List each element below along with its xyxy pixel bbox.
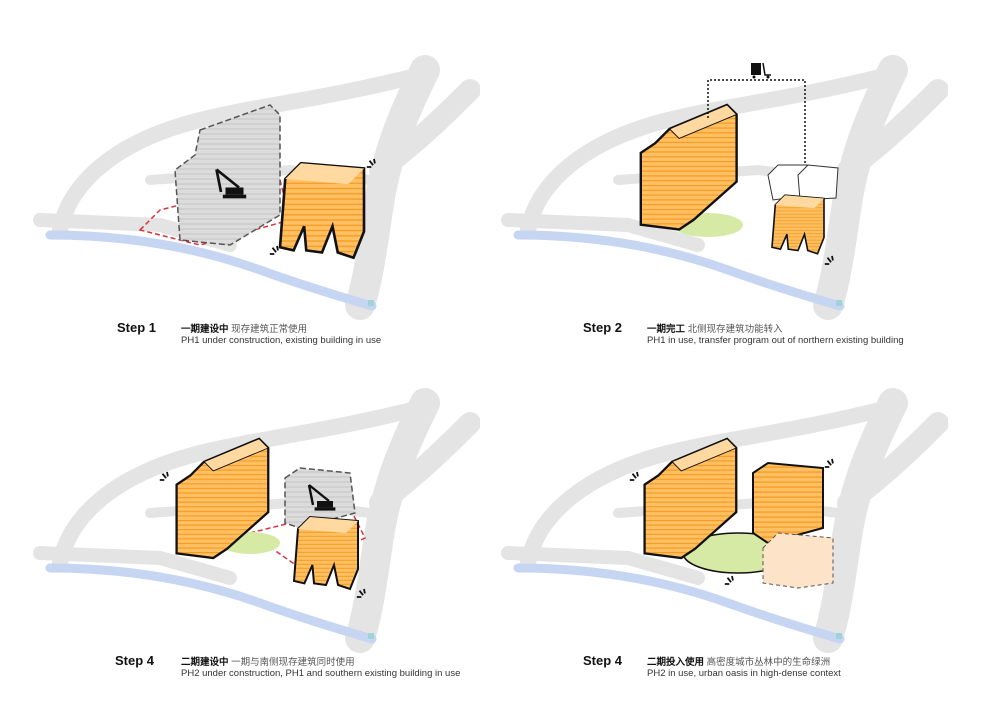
vacated-building [797,164,839,201]
caption-zh: 二期投入使用 高密度城市丛林中的生命绿洲 [647,654,830,668]
caption-en: PH1 in use, transfer program out of nort… [647,335,904,346]
caption-title: 二期投入使用 [647,657,705,668]
step2-diagram [468,30,948,330]
burst-icon [823,458,834,468]
caption-zh: 一期建设中 现存建筑正常使用 [181,321,307,335]
caption-zh: 二期建设中 一期与南侧现存建筑同时使用 [181,654,355,668]
caption-zh: 一期完工 北侧现存建筑功能转入 [647,321,783,335]
step-label: Step 1 [117,320,157,335]
construction-building [174,104,281,246]
construction-building [284,467,356,529]
step1-diagram [0,30,480,330]
cart-icon [751,62,771,79]
caption-title: 二期建设中 [181,657,229,668]
existing-building [278,161,366,260]
transfer-arrow [707,79,806,165]
southern-existing-building [770,194,826,255]
caption-title: 一期建设中 [181,324,229,335]
caption-en: PH1 under construction, existing buildin… [181,335,382,346]
caption-en: PH2 under construction, PH1 and southern… [181,668,461,679]
caption-desc: 一期与南侧现存建筑同时使用 [231,657,355,668]
burst-icon [628,471,639,481]
caption-desc: 北侧现存建筑功能转入 [687,324,783,335]
caption-title: 一期完工 [647,324,686,335]
step-label: Step 4 [115,653,155,668]
burst-icon [268,245,279,255]
southern-existing-building [292,515,360,591]
caption-en: PH2 in use, urban oasis in high-dense co… [647,668,841,679]
future-building [762,532,834,589]
step4-diagram [468,363,948,663]
step-label: Step 2 [583,320,623,335]
caption-desc: 现存建筑正常使用 [231,324,308,335]
step3-diagram [0,363,480,663]
caption-desc: 高密度城市丛林中的生命绿洲 [706,657,831,668]
burst-icon [723,575,734,585]
ph2-building [752,461,824,545]
step-label: Step 4 [583,653,623,668]
